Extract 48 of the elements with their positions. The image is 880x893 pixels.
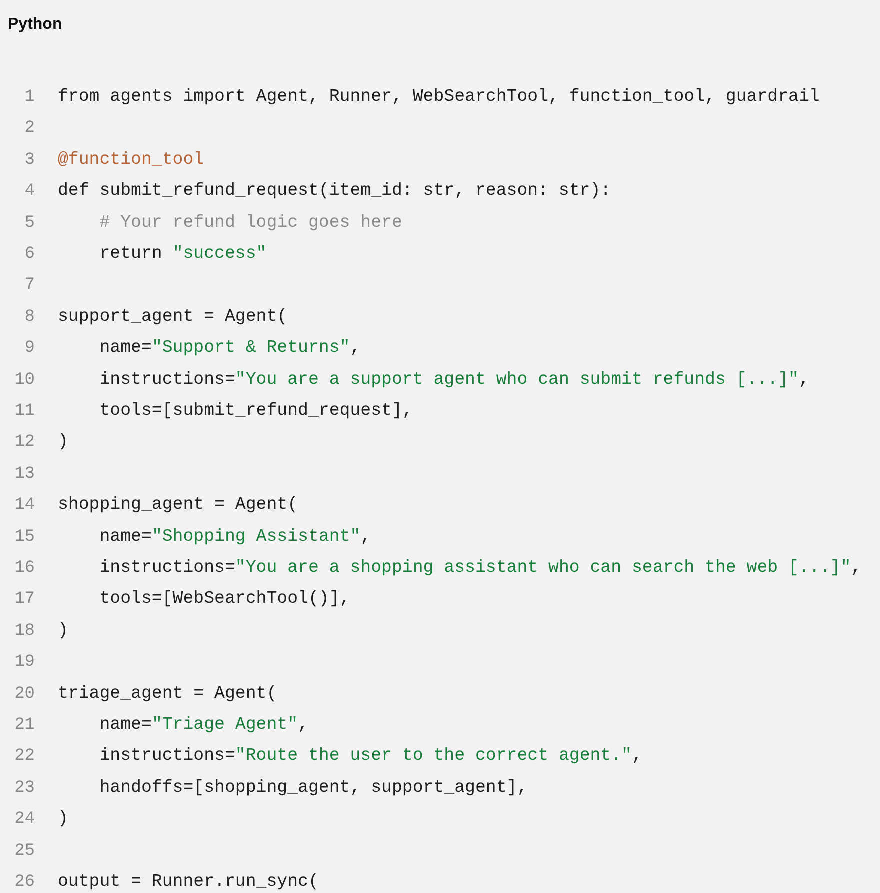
line-number: 24 xyxy=(14,810,35,830)
code-line: @function_tool xyxy=(58,150,204,170)
code-line: ) xyxy=(58,433,68,452)
line-number: 14 xyxy=(14,496,35,516)
line-number: 25 xyxy=(14,842,35,861)
code-line: name="Shopping Assistant", xyxy=(98,528,372,547)
code-line: ) xyxy=(58,810,68,830)
code-line: name="Support & Returns", xyxy=(98,339,361,358)
code-line: instructions="You are a support agent who can submit refunds [...]", xyxy=(98,370,810,390)
language-heading: Python xyxy=(8,16,62,34)
line-number: 9 xyxy=(24,339,35,358)
code-line: triage_agent = Agent( xyxy=(58,684,278,704)
line-number: 20 xyxy=(14,684,35,704)
code-line: handoffs=[shopping_agent, support_agent], xyxy=(98,778,528,798)
code-line: tools=[submit_refund_request], xyxy=(98,402,413,421)
line-number: 11 xyxy=(14,402,35,421)
code-line: shopping_agent = Agent( xyxy=(58,496,298,516)
line-number: 3 xyxy=(24,150,35,170)
code-line: tools=[WebSearchTool()], xyxy=(98,590,350,610)
code-line: # Your refund logic goes here xyxy=(98,214,402,233)
line-number: 7 xyxy=(24,276,35,296)
line-number: 23 xyxy=(14,778,35,798)
code-line: name="Triage Agent", xyxy=(98,716,308,735)
line-number: 18 xyxy=(14,622,35,641)
line-number: 15 xyxy=(14,528,35,547)
line-number: 16 xyxy=(14,559,35,578)
line-number: 10 xyxy=(14,370,35,390)
code-line: support_agent = Agent( xyxy=(58,308,288,327)
line-number: 19 xyxy=(14,653,35,672)
code-line: output = Runner.run_sync( xyxy=(58,873,319,892)
line-number: 8 xyxy=(24,308,35,327)
line-number: 26 xyxy=(14,873,35,892)
code-line: def submit_refund_request(item_id: str, reason: str): xyxy=(58,182,612,202)
code-line: instructions="You are a shopping assistant who can search the web [...]", xyxy=(98,559,862,578)
code-line: ) xyxy=(58,622,68,641)
line-number: 5 xyxy=(24,214,35,233)
line-number: 2 xyxy=(24,119,35,138)
line-number: 22 xyxy=(14,747,35,766)
code-line: from agents import Agent, Runner, WebSearchTool, function_tool, guardrail xyxy=(58,88,820,107)
line-number: 21 xyxy=(14,716,35,735)
code-line: instructions="Route the user to the correct agent.", xyxy=(98,747,642,766)
line-number: 1 xyxy=(24,88,35,107)
line-number: 4 xyxy=(24,182,35,202)
line-number: 13 xyxy=(14,464,35,484)
line-number: 6 xyxy=(24,245,35,264)
line-number: 12 xyxy=(14,433,35,452)
line-number: 17 xyxy=(14,590,35,610)
code-line: return "success" xyxy=(98,245,267,264)
